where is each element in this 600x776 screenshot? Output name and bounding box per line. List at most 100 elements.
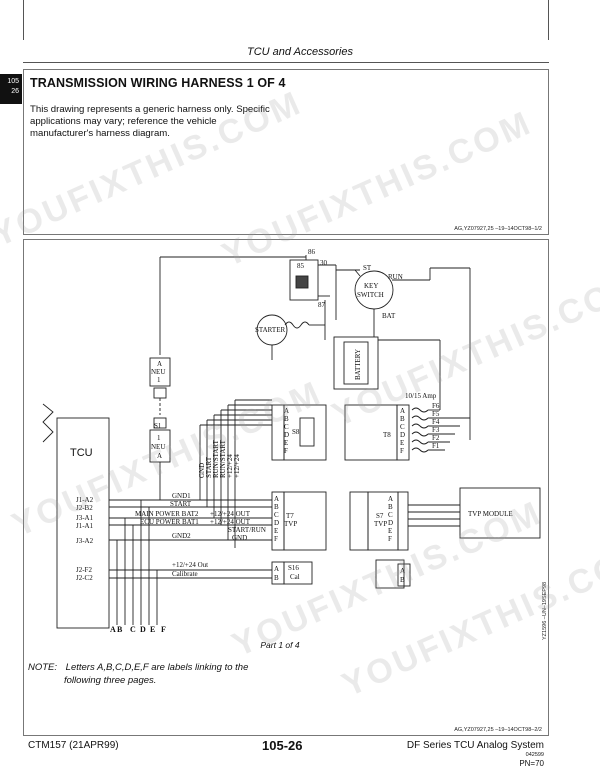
tab-line-1: 105 — [7, 78, 19, 85]
page-title: TRANSMISSION WIRING HARNESS 1 OF 4 — [30, 76, 286, 90]
vert-label-12-24-1: +12/+24 — [226, 454, 234, 478]
s16-pin-b: B — [274, 574, 279, 582]
footer-right: DF Series TCU Analog System — [406, 740, 544, 751]
t16-pin-b: B — [400, 576, 405, 584]
t7-pin-f: F — [274, 535, 278, 543]
st-label: ST — [363, 264, 372, 272]
link-letter-d: D — [140, 625, 146, 634]
cal-wire-power: +12/+24 Out — [172, 561, 208, 569]
wire-start: START — [170, 500, 192, 508]
fuse-f5: F5 — [432, 410, 440, 418]
footer-pn: PN=70 — [519, 759, 544, 768]
neu-bottom-a: A — [157, 452, 162, 460]
link-letter-e: E — [150, 625, 155, 634]
s7-pin-a: A — [388, 495, 393, 503]
wire-gnd: GND — [232, 534, 247, 542]
tcu-pin-j3-a2: J3-A2 — [76, 537, 94, 545]
link-letter-a: A — [110, 625, 116, 634]
tcu-pin-j3-a1: J3-A1 — [76, 514, 94, 522]
part-label: Part 1 of 4 — [260, 640, 300, 650]
s8-pin-e: E — [284, 439, 288, 447]
s8-pin-b: B — [284, 415, 289, 423]
s16-label: S16 — [288, 564, 299, 572]
footer-date: 042599 — [525, 752, 544, 758]
tcu-pin-j2-b2: J2-B2 — [76, 504, 93, 512]
wire-gnd2: GND2 — [172, 532, 191, 540]
s8-pin-d: D — [284, 431, 289, 439]
note: NOTE: Letters A,B,C,D,E,F are labels lin… — [28, 661, 248, 687]
relay-pin-86: 86 — [308, 248, 316, 256]
diagram-box — [23, 239, 549, 736]
s7-pin-b: B — [388, 503, 393, 511]
s7-pin-f: F — [388, 535, 392, 543]
s16-pin-a: A — [274, 565, 279, 573]
tcu-pin-j1-a1: J1-A1 — [76, 522, 94, 530]
wire-ecu-power: ECU POWER BAT1 — [140, 518, 199, 526]
wire-gnd1: GND1 — [172, 492, 191, 500]
s7-pin-c: C — [388, 511, 393, 519]
t8-pin-d: D — [400, 431, 405, 439]
t8-pin-f: F — [400, 447, 404, 455]
note-line-2: following three pages. — [64, 675, 157, 686]
wire-main-power: MAIN POWER BAT2 — [135, 510, 199, 518]
t8-label: T8 — [383, 431, 391, 439]
section-header: TCU and Accessories — [247, 46, 353, 58]
tvp-module-label: TVP MODULE — [468, 510, 513, 518]
s8-pin-f: F — [284, 447, 288, 455]
link-letter-b: B — [117, 625, 123, 634]
tcu-pin-j1-a2: J1-A2 — [76, 496, 94, 504]
t7-pin-e: E — [274, 527, 278, 535]
run-label: RUN — [388, 273, 403, 281]
t8-pin-b: B — [400, 415, 405, 423]
header-rule — [23, 62, 549, 63]
link-letter-c: C — [130, 625, 136, 634]
t7-pin-b: B — [274, 503, 279, 511]
key-switch-label-1: KEY — [364, 282, 378, 290]
vert-label-runstart-1: RUN/START — [212, 439, 220, 478]
left-margin-line — [23, 0, 24, 40]
vert-label-gnd: GND — [198, 463, 206, 478]
t7-pin-d: D — [274, 519, 279, 527]
t7-pin-a: A — [274, 495, 279, 503]
intro-box — [23, 69, 549, 235]
right-margin-line — [548, 0, 549, 40]
s8-label: S8 — [292, 428, 300, 436]
s8-pin-c: C — [284, 423, 289, 431]
footer-page-number: 105-26 — [262, 738, 303, 753]
t8-pin-c: C — [400, 423, 405, 431]
s16-cal-label: Cal — [290, 573, 300, 581]
vert-label-start: START — [205, 456, 213, 478]
page-tab: 105 26 — [0, 74, 22, 104]
neu-bottom-label: NEU — [151, 443, 165, 451]
intro-description: This drawing represents a generic harnes… — [30, 104, 270, 139]
footer-left: CTM157 (21APR99) — [28, 740, 119, 751]
s8-pin-a: A — [284, 407, 289, 415]
tcu-pin-j2-f2: J2-F2 — [76, 566, 92, 574]
t7-tvp-label: TVP — [284, 520, 297, 528]
tcu-label: TCU — [70, 447, 93, 459]
vert-label-runstart-2: RUN/START — [219, 439, 227, 478]
wire-12-24-out-2: +12/+24 OUT — [210, 518, 251, 526]
relay-pin-30: 30 — [320, 259, 328, 267]
neu-bottom-1: 1 — [157, 434, 161, 442]
t8-pin-a: A — [400, 407, 405, 415]
fuse-rating-label: 10/15 Amp — [405, 392, 437, 400]
tcu-pin-j2-c2: J2-C2 — [76, 574, 93, 582]
side-reference: YZ1596 –UN–19SEP98 — [542, 582, 548, 640]
t16-pin-a: A — [400, 567, 405, 575]
starter-label: STARTER — [255, 326, 285, 334]
bottom-reference: AG,YZ07927,25 –19–14OCT98–2/2 — [454, 727, 542, 733]
fuse-f2: F2 — [432, 434, 440, 442]
battery-label: BATTERY — [354, 349, 362, 380]
key-switch-label-2: SWITCH — [357, 291, 384, 299]
s7-tvp-label: TVP — [374, 520, 387, 528]
note-line-1: Letters A,B,C,D,E,F are labels linking t… — [65, 662, 249, 673]
neu-top-1: 1 — [157, 376, 161, 384]
fuse-f3: F3 — [432, 426, 440, 434]
tab-line-2: 26 — [11, 88, 19, 95]
fuse-f4: F4 — [432, 418, 440, 426]
link-letter-f: F — [161, 625, 166, 634]
neu-top-a: A — [157, 360, 162, 368]
bat-label: BAT — [382, 312, 396, 320]
